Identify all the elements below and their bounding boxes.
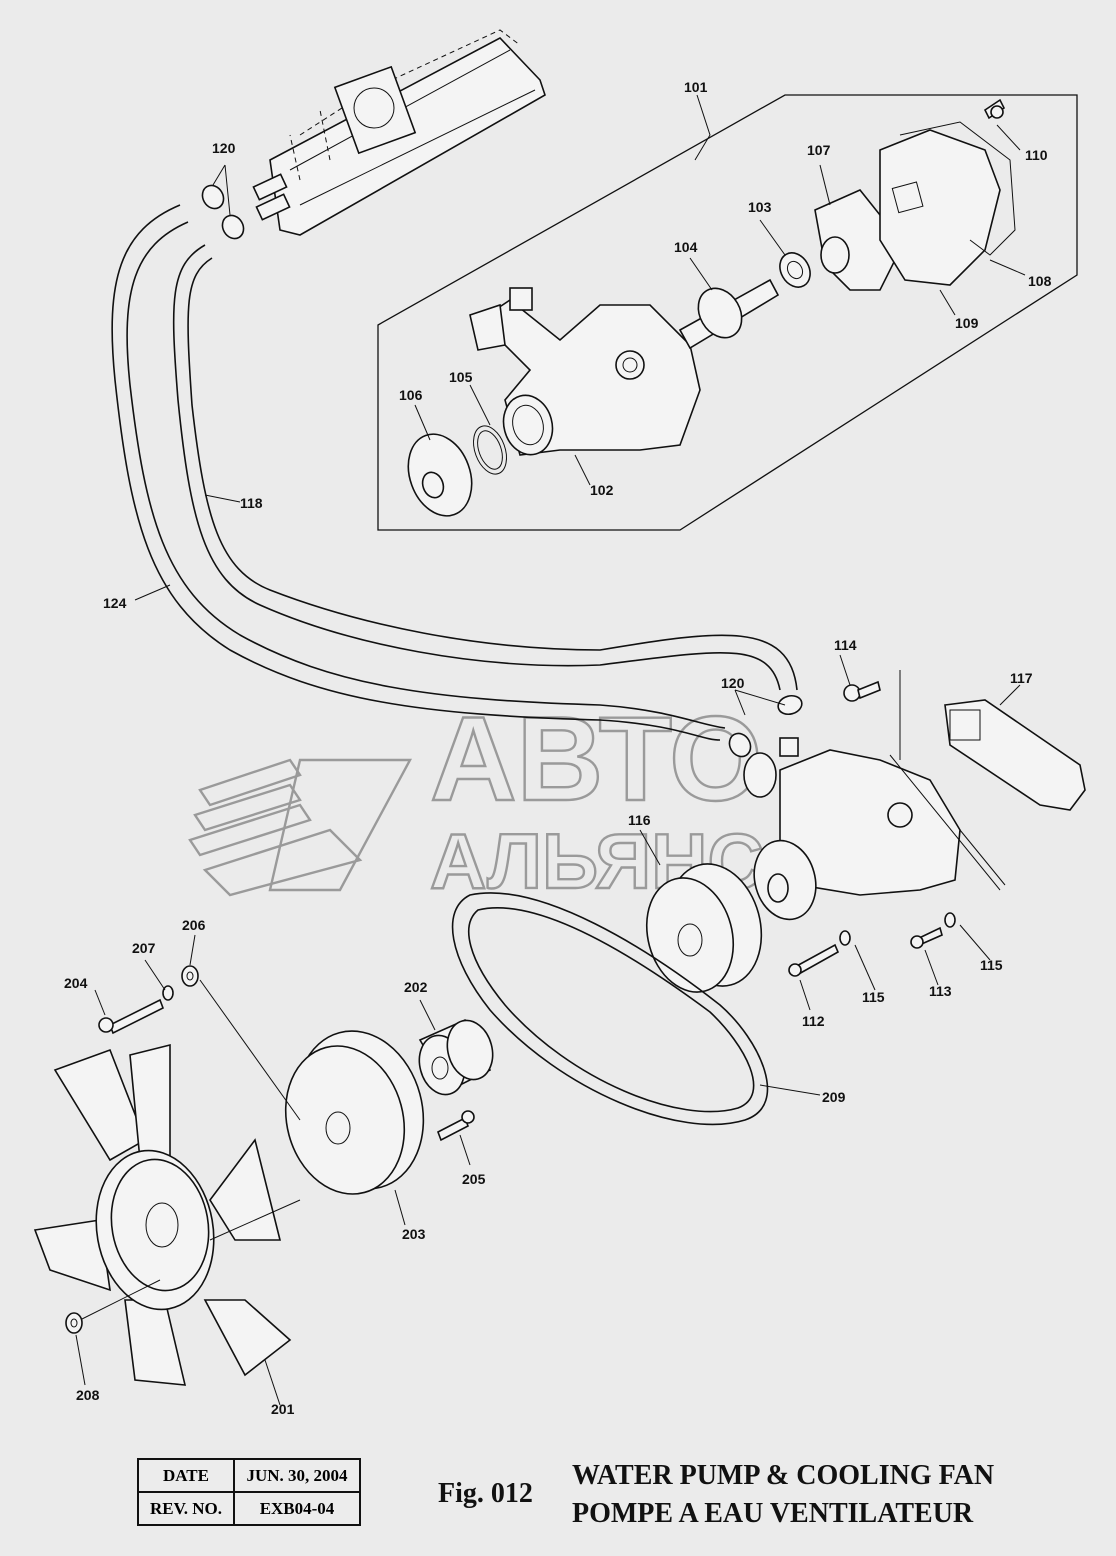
watermark-line1: АВТО [430, 692, 762, 826]
rev-label: REV. NO. [137, 1491, 235, 1526]
revision-title-block: DATE JUN. 30, 2004 REV. NO. EXB04-04 [137, 1458, 361, 1526]
callout-117: 117 [1010, 670, 1033, 686]
cooling-fan [33, 1043, 301, 1386]
callout-115-b: 115 [980, 957, 1003, 973]
figure-number: Fig. 012 [438, 1478, 533, 1509]
rev-value: EXB04-04 [233, 1491, 361, 1526]
idler-pulley [418, 1018, 494, 1096]
callout-206: 206 [182, 917, 206, 933]
leader-lines [75, 94, 1026, 1406]
figure-title-english: WATER PUMP & COOLING FAN [572, 1460, 995, 1491]
watermark: АВТО АЛЬЯНС [188, 691, 765, 906]
idler-bolt [437, 1110, 475, 1142]
callout-110: 110 [1025, 147, 1048, 163]
callout-109: 109 [955, 315, 979, 331]
drive-belt [451, 892, 769, 1126]
callout-101: 101 [684, 79, 708, 95]
callout-203: 203 [402, 1226, 426, 1242]
callout-115-a: 115 [862, 989, 885, 1005]
callout-108: 108 [1028, 273, 1052, 289]
callout-205: 205 [462, 1171, 486, 1187]
date-value: JUN. 30, 2004 [233, 1458, 361, 1493]
crankshaft-pulley [284, 1030, 425, 1195]
watermark-logo [188, 758, 413, 897]
callout-120-upper: 120 [212, 140, 236, 156]
callout-112: 112 [802, 1013, 825, 1029]
hose-clamps-upper [201, 184, 245, 240]
fan-bolt-set [98, 965, 301, 1121]
fan-nut [65, 1312, 83, 1334]
callout-113: 113 [929, 983, 952, 999]
callout-124: 124 [103, 595, 127, 611]
callout-labels: 101 102 103 104 105 106 107 108 109 110 … [64, 79, 1052, 1417]
callout-102: 102 [590, 482, 614, 498]
callout-201: 201 [271, 1401, 295, 1417]
date-label: DATE [137, 1458, 235, 1493]
callout-209: 209 [822, 1089, 846, 1105]
water-pump-exploded [407, 98, 1016, 517]
callout-116: 116 [628, 812, 651, 828]
callout-106: 106 [399, 387, 423, 403]
callout-118: 118 [240, 495, 263, 511]
water-pump-pulley [645, 863, 763, 993]
callout-204: 204 [64, 975, 88, 991]
callout-107: 107 [807, 142, 831, 158]
callout-103: 103 [748, 199, 772, 215]
coolant-hoses [111, 204, 798, 741]
callout-105: 105 [449, 369, 473, 385]
callout-104: 104 [674, 239, 698, 255]
callout-120-lower: 120 [721, 675, 745, 691]
callout-114: 114 [834, 637, 857, 653]
hose-clamps-lower [728, 694, 803, 758]
callout-202: 202 [404, 979, 428, 995]
water-pump-assembled [743, 670, 1086, 977]
callout-208: 208 [76, 1387, 100, 1403]
revision-row: REV. NO. EXB04-04 [137, 1491, 361, 1526]
callout-207: 207 [132, 940, 156, 956]
water-pump-assembly-box [377, 94, 1078, 531]
figure-title-french: POMPE A EAU VENTILATEUR [572, 1498, 974, 1529]
date-row: DATE JUN. 30, 2004 [137, 1458, 361, 1493]
expansion-tank [252, 29, 546, 236]
